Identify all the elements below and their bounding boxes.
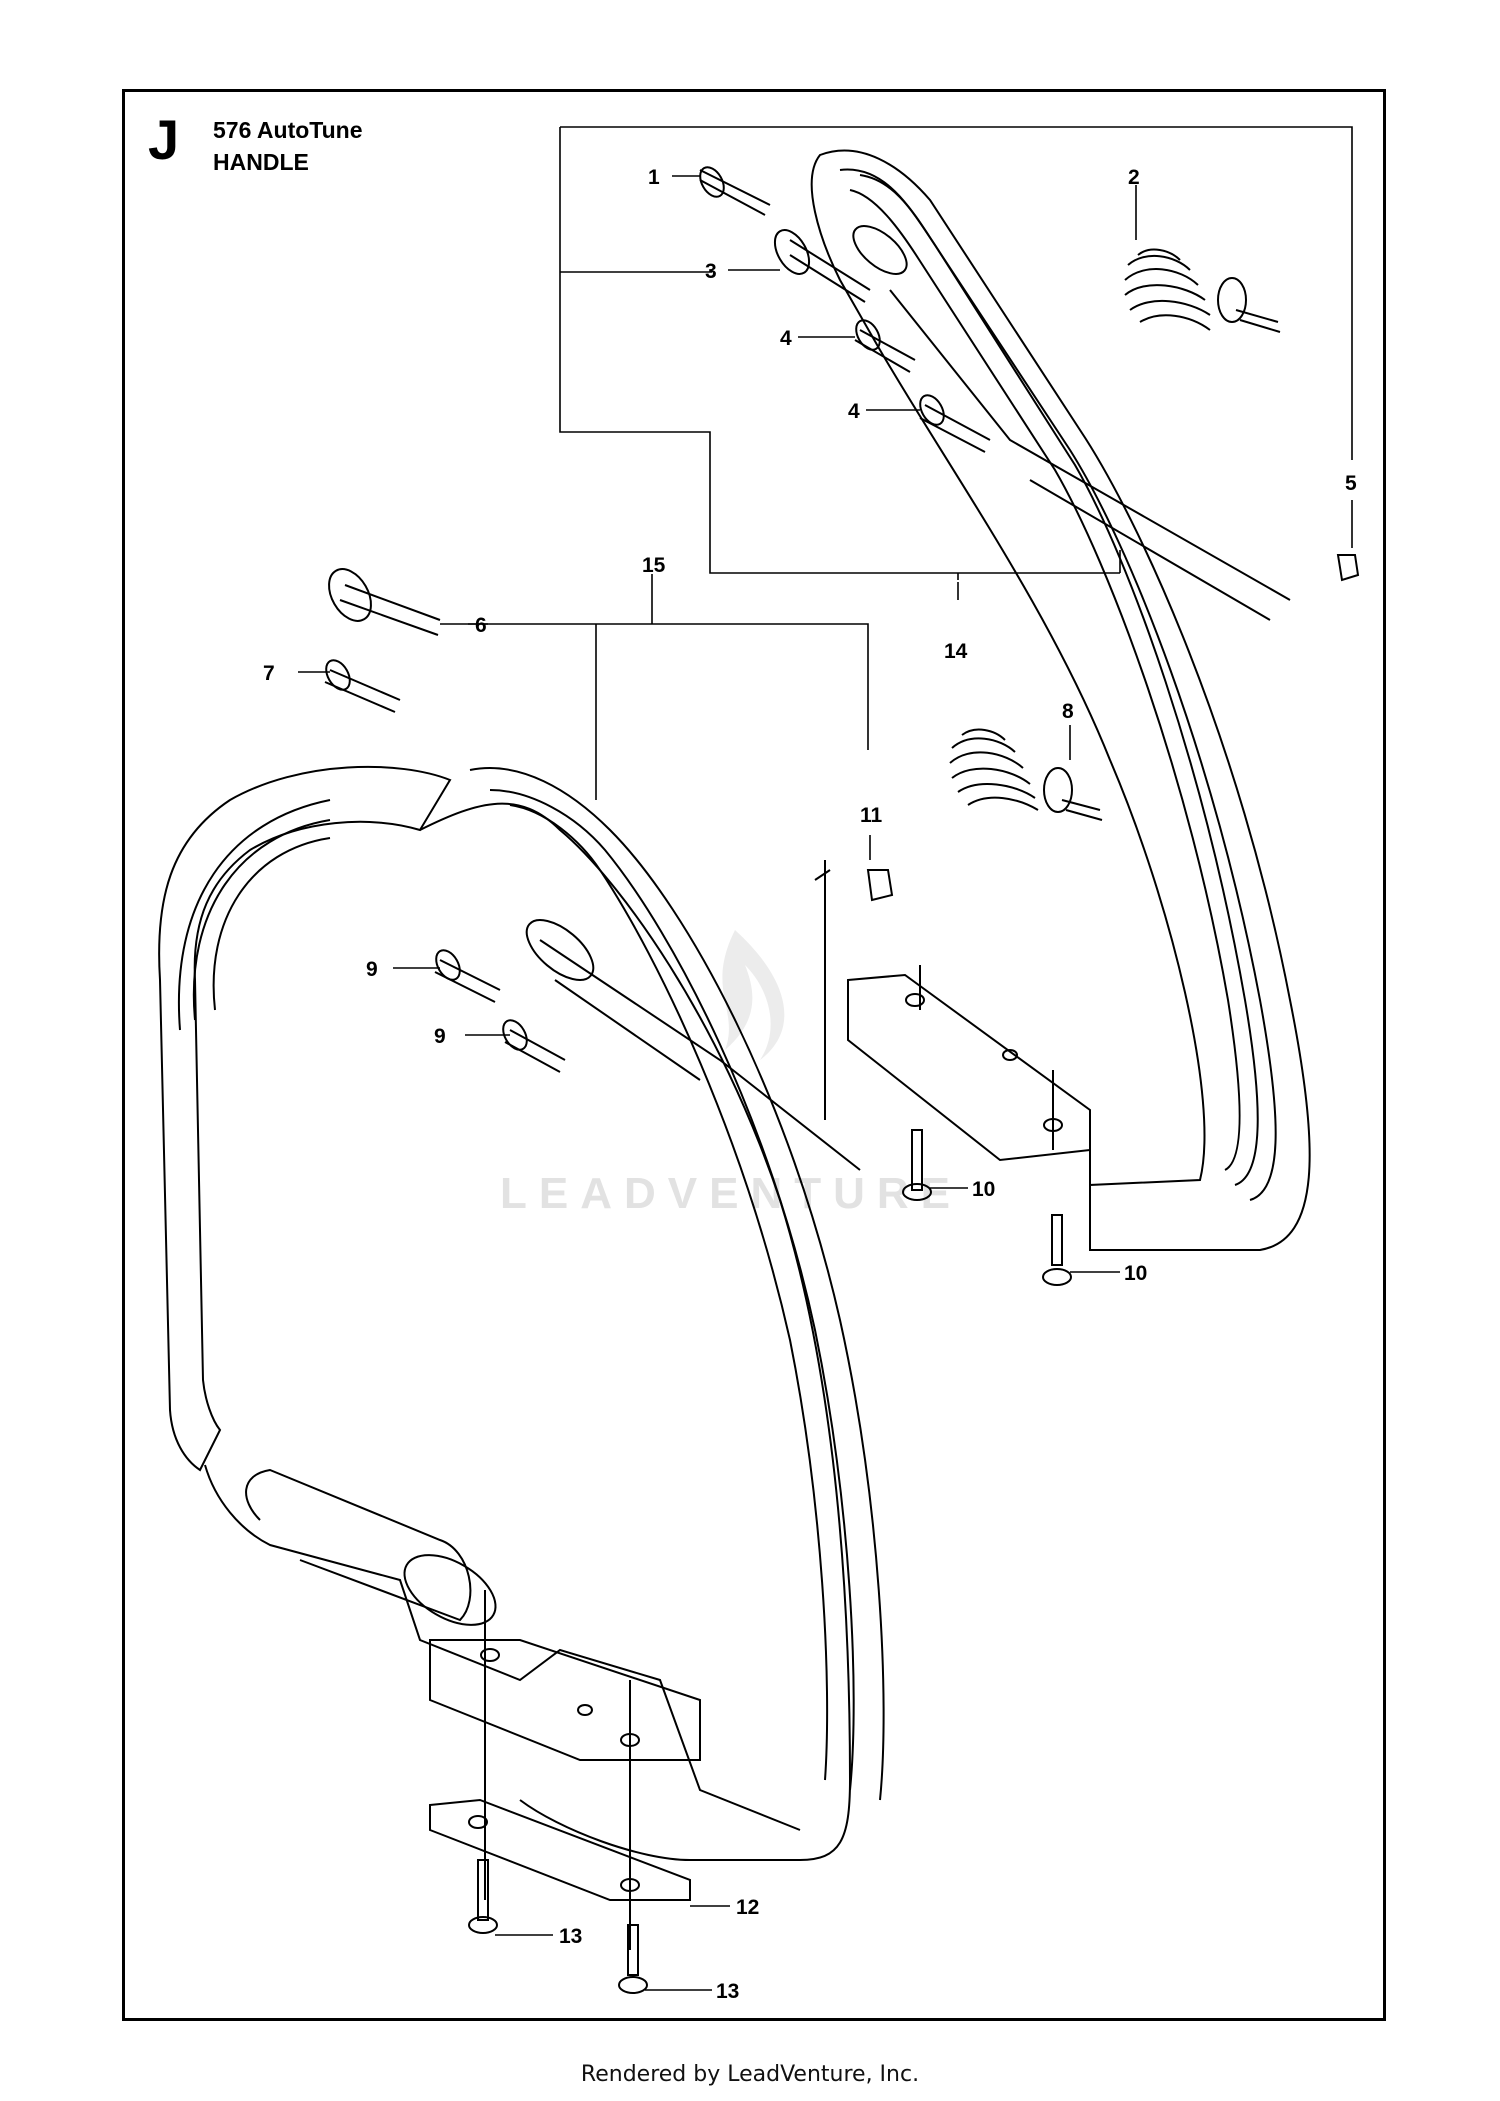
watermark-logo — [722, 930, 785, 1060]
callout-11: 11 — [860, 804, 883, 827]
spring-lower — [949, 728, 1103, 821]
model-name: 576 AutoTune — [213, 117, 363, 143]
spring-upper — [1124, 248, 1281, 333]
rear-handle — [810, 149, 1311, 1251]
callout-4a: 4 — [780, 327, 792, 350]
watermark-text: LEADVENTURE — [500, 1169, 962, 1218]
footer-credit: Rendered by LeadVenture, Inc. — [580, 2062, 920, 2087]
diagram-title: HANDLE — [213, 149, 309, 175]
callout-leaders — [298, 175, 1353, 1991]
callout-14: 14 — [944, 640, 968, 663]
callout-6: 6 — [475, 614, 487, 637]
callout-10b: 10 — [1124, 1262, 1147, 1285]
callout-2: 2 — [1128, 166, 1140, 189]
callout-1: 1 — [648, 166, 660, 189]
leader-lines — [468, 126, 1353, 800]
callout-labels: 1 2 3 4 4 5 14 15 6 7 8 11 9 9 10 10 12 … — [263, 166, 1357, 2003]
callout-13b: 13 — [716, 1980, 739, 2003]
callout-8: 8 — [1062, 700, 1074, 723]
bolts — [324, 166, 1360, 1994]
callout-3: 3 — [705, 260, 717, 283]
callout-13a: 13 — [559, 1925, 582, 1948]
callout-9b: 9 — [434, 1025, 446, 1048]
callout-5: 5 — [1345, 472, 1357, 495]
callout-9a: 9 — [366, 958, 378, 981]
section-letter: J — [148, 108, 180, 171]
callout-12: 12 — [736, 1896, 759, 1919]
callout-15: 15 — [642, 554, 666, 577]
callout-4b: 4 — [848, 400, 860, 423]
diagram-frame — [122, 89, 1386, 2021]
callout-10a: 10 — [972, 1178, 995, 1201]
callout-7: 7 — [263, 662, 275, 685]
front-handle — [158, 765, 885, 1950]
